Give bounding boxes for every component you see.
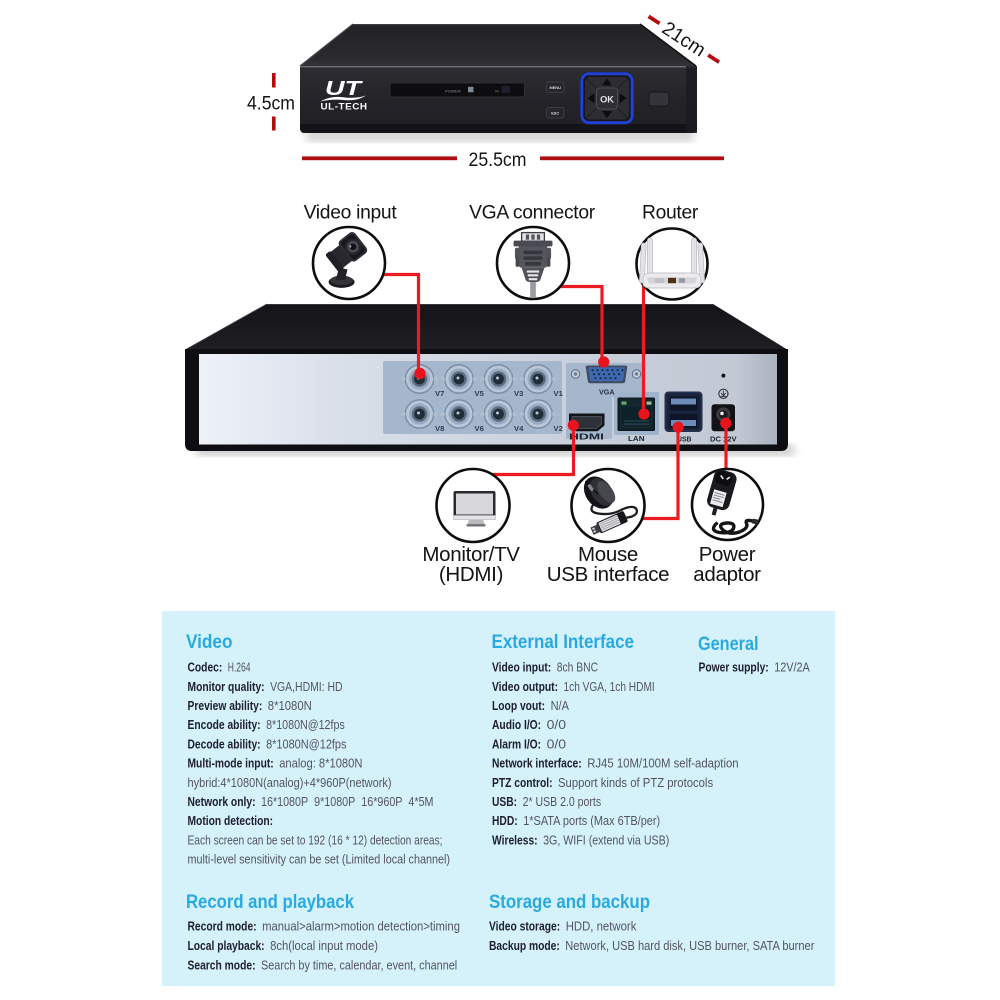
svg-text:Encode ability:: Encode ability: [188,718,261,732]
svg-text:V8: V8 [435,424,444,433]
svg-text:Network only:: Network only: [188,795,256,809]
svg-text:Network, USB hard disk, USB bu: Network, USB hard disk, USB burner, SATA… [565,939,815,953]
svg-text:V5: V5 [475,389,485,398]
svg-text:Support kinds of PTZ protocols: Support kinds of PTZ protocols [558,776,713,790]
svg-text:Record mode:: Record mode: [188,919,257,933]
svg-text:Decode ability:: Decode ability: [188,737,261,751]
svg-text:Monitor/TV: Monitor/TV [422,543,520,566]
svg-text:Audio I/O:: Audio I/O: [492,718,541,732]
svg-text:(HDMI): (HDMI) [439,563,503,586]
svg-text:LAN: LAN [628,434,645,443]
svg-text:4.5cm: 4.5cm [247,93,295,115]
svg-text:0/0: 0/0 [547,718,566,732]
svg-text:V4: V4 [514,424,524,433]
svg-text:Video output:: Video output: [492,680,558,694]
svg-text:Alarm I/O:: Alarm I/O: [492,737,541,751]
svg-text:H.264: H.264 [228,661,251,675]
svg-text:25.5cm: 25.5cm [469,149,527,171]
svg-text:VGA: VGA [599,390,615,397]
svg-text:USB:: USB: [492,795,517,809]
svg-text:HDD:: HDD: [492,814,518,828]
svg-text:MENU: MENU [549,85,561,90]
svg-text:8*1080N: 8*1080N [268,699,312,713]
svg-text:HDMI: HDMI [569,433,604,442]
svg-text:8ch BNC: 8ch BNC [557,661,598,675]
svg-text:N/A: N/A [551,699,570,713]
svg-text:POWER: POWER [445,89,461,93]
svg-text:12V/2A: 12V/2A [774,661,810,675]
svg-text:UT: UT [325,77,363,100]
svg-text:OK: OK [600,94,614,104]
svg-text:VGA,HDMI: HD: VGA,HDMI: HD [270,680,343,694]
svg-text:Network interface:: Network interface: [492,757,582,771]
svg-text:Search by time, calendar, even: Search by time, calendar, event, channel [261,958,457,972]
svg-text:Power supply:: Power supply: [699,661,769,675]
svg-text:Storage and backup: Storage and backup [489,892,650,913]
svg-text:V1: V1 [554,389,564,398]
svg-text:8*1080N@12fps: 8*1080N@12fps [266,718,345,732]
svg-text:Search mode:: Search mode: [188,958,256,972]
svg-text:0/0: 0/0 [547,737,566,751]
svg-text:1*SATA ports (Max 6TB/per): 1*SATA ports (Max 6TB/per) [523,814,660,828]
svg-text:multi-level sensitivity can be: multi-level sensitivity can be set (Limi… [188,853,451,867]
svg-text:IR: IR [495,89,499,93]
svg-text:Local playback:: Local playback: [188,939,265,953]
svg-text:8*1080N@12fps: 8*1080N@12fps [266,737,346,751]
svg-text:Loop vout:: Loop vout: [492,699,545,713]
svg-text:Multi-mode input:: Multi-mode input: [188,757,274,771]
svg-text:Motion detection:: Motion detection: [188,814,274,828]
svg-text:1ch VGA, 1ch HDMI: 1ch VGA, 1ch HDMI [564,680,655,694]
svg-text:DC 12V: DC 12V [710,435,737,444]
svg-text:USB: USB [677,435,692,444]
svg-text:Video input:: Video input: [492,661,551,675]
svg-text:Mouse: Mouse [578,543,638,566]
svg-text:analog: 8*1080N: analog: 8*1080N [279,757,362,771]
svg-text:USB interface: USB interface [547,563,670,586]
svg-text:External Interface: External Interface [492,632,635,653]
svg-text:16*1080P 9*1080P 16*960P 4*: 16*1080P 9*1080P 16*960P 4*5M [261,795,434,809]
svg-text:RJ45 10M/100M self-adaption: RJ45 10M/100M self-adaption [587,757,738,771]
svg-text:Video input: Video input [304,203,398,224]
svg-text:3G, WIFI (extend via USB): 3G, WIFI (extend via USB) [543,833,669,847]
svg-text:PTZ control:: PTZ control: [492,776,553,790]
svg-text:Codec:: Codec: [188,661,223,675]
svg-text:Router: Router [642,203,699,224]
svg-text:ESC: ESC [551,110,559,115]
svg-text:V7: V7 [435,389,444,398]
svg-text:Video storage:: Video storage: [489,919,560,933]
svg-text:Record and playback: Record and playback [186,892,354,913]
svg-text:HDD, network: HDD, network [566,919,637,933]
svg-text:Power: Power [699,543,756,566]
svg-text:Monitor quality:: Monitor quality: [188,680,265,694]
svg-text:2* USB 2.0 ports: 2* USB 2.0 ports [523,795,602,809]
svg-text:V2: V2 [554,424,563,433]
svg-text:UL-TECH: UL-TECH [321,102,368,112]
svg-text:General: General [698,634,759,655]
svg-text:Each screen can be set to 192: Each screen can be set to 192 (16 * 12) … [188,833,443,847]
svg-text:adaptor: adaptor [693,563,761,586]
svg-text:VGA connector: VGA connector [469,203,596,224]
svg-text:Preview ability:: Preview ability: [188,699,263,713]
svg-text:V6: V6 [475,424,484,433]
svg-text:Wireless:: Wireless: [492,833,538,847]
svg-text:8ch(local input mode): 8ch(local input mode) [270,939,378,953]
svg-text:hybrid:4*1080N(analog)+4*960P(: hybrid:4*1080N(analog)+4*960P(network) [188,776,392,790]
svg-text:Backup mode:: Backup mode: [489,939,560,953]
svg-text:Video: Video [186,632,233,653]
svg-text:manual>alarm>motion detection>: manual>alarm>motion detection>timing [262,919,460,933]
svg-text:V3: V3 [514,389,523,398]
